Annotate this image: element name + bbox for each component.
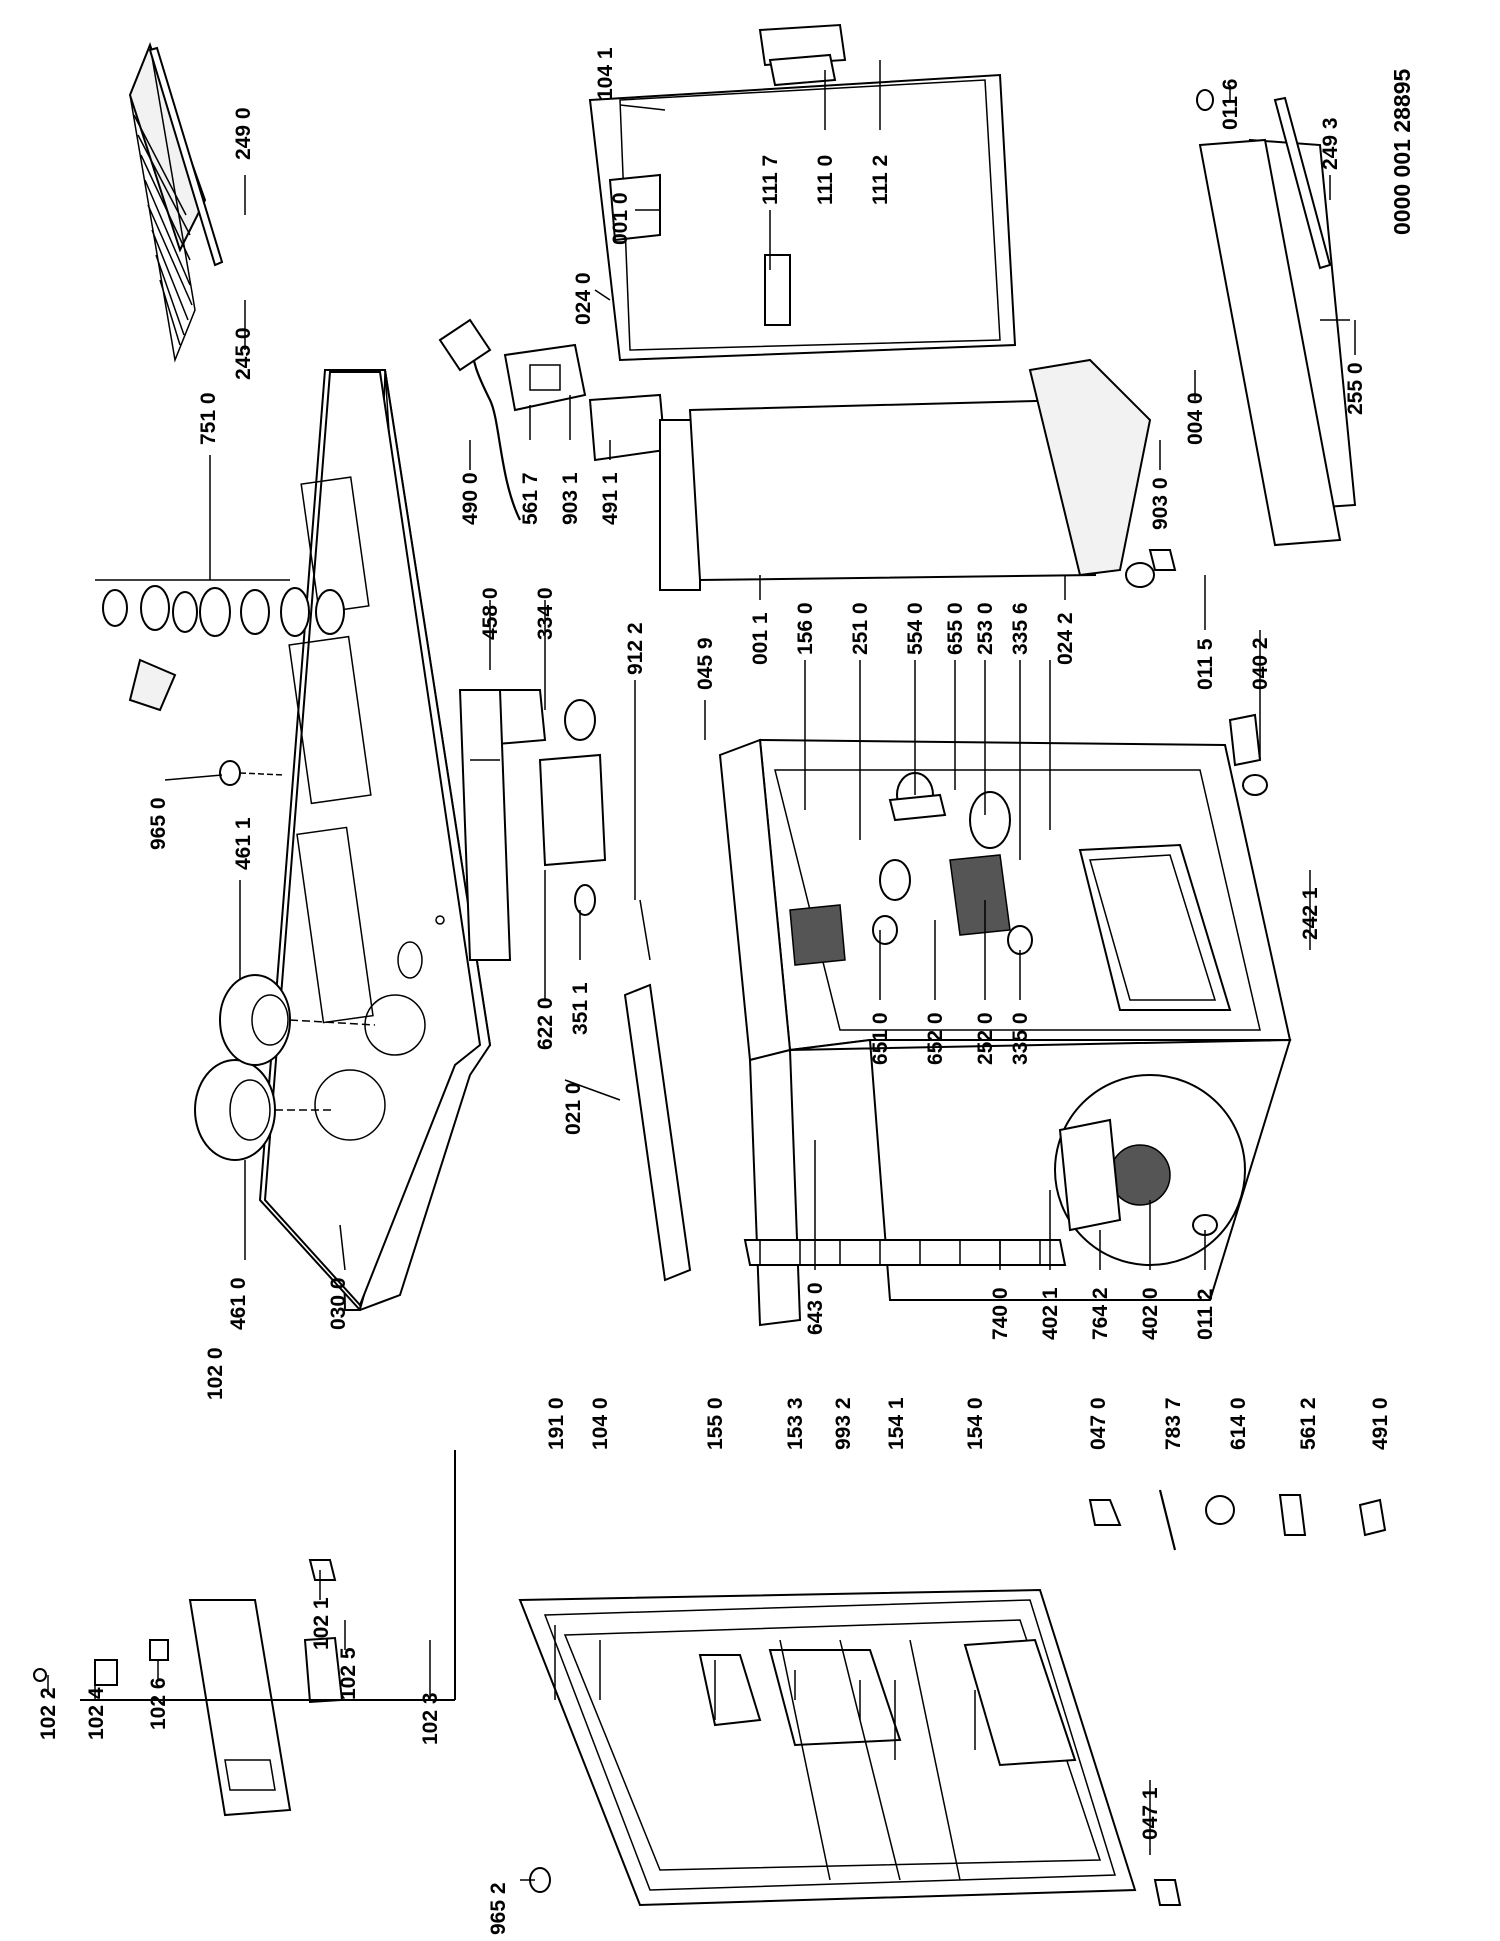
part-label: 993 2 <box>832 1397 855 1450</box>
part-label: 102 4 <box>85 1687 108 1740</box>
part-label: 255 0 <box>1344 362 1367 415</box>
part-label: 351 1 <box>569 982 592 1035</box>
part-label: 554 0 <box>904 602 927 655</box>
part-label: 249 3 <box>1319 117 1342 170</box>
part-label: 622 0 <box>534 997 557 1050</box>
part-label: 491 1 <box>599 472 622 525</box>
part-label: 191 0 <box>545 1397 568 1450</box>
part-label: 047 1 <box>1139 1787 1162 1840</box>
side-panel-back <box>588 23 1357 591</box>
part-label: 251 0 <box>849 602 872 655</box>
parts-drawings <box>33 23 1387 1907</box>
knobs <box>194 974 376 1161</box>
part-label: 335 0 <box>1009 1012 1032 1065</box>
part-label: 764 2 <box>1089 1287 1112 1340</box>
part-label: 652 0 <box>924 1012 947 1065</box>
part-label: 021 0 <box>562 1082 585 1135</box>
part-labels: 102 2 102 4 102 6 102 1 102 5 102 3 102 … <box>37 47 1415 1935</box>
part-label: 154 0 <box>964 1397 987 1450</box>
part-label: 011 5 <box>1194 638 1217 690</box>
top-cover <box>258 369 492 1312</box>
part-label: 045 9 <box>694 637 717 690</box>
part-label: 102 6 <box>147 1677 170 1730</box>
part-label: 965 0 <box>147 797 170 850</box>
part-label: 334 0 <box>534 587 557 640</box>
crisper-drawers <box>458 689 512 961</box>
part-label: 461 1 <box>232 817 255 870</box>
part-label: 903 1 <box>559 472 582 525</box>
part-label: 102 3 <box>419 1692 442 1745</box>
door <box>518 1588 1137 1907</box>
part-label: 643 0 <box>804 1282 827 1335</box>
part-label: 651 0 <box>869 1012 892 1065</box>
part-label: 004 0 <box>1184 392 1207 445</box>
part-label: 783 7 <box>1162 1397 1185 1450</box>
part-label: 912 2 <box>624 622 647 675</box>
part-label: 253 0 <box>974 602 997 655</box>
control-box <box>503 343 667 462</box>
part-label: 751 0 <box>197 392 220 445</box>
part-label: 111 0 <box>814 155 837 205</box>
part-label: 561 2 <box>1297 1397 1320 1450</box>
part-label: 252 0 <box>974 1012 997 1065</box>
part-label: 491 0 <box>1369 1397 1392 1450</box>
part-label: 011 6 <box>1219 79 1242 130</box>
part-label: 155 0 <box>704 1397 727 1450</box>
part-label: 561 7 <box>519 472 542 525</box>
part-label: 458 0 <box>479 587 502 640</box>
door-bar <box>623 983 692 1282</box>
part-label: 156 0 <box>794 602 817 655</box>
part-label: 030 0 <box>327 1277 350 1330</box>
part-label: 104 0 <box>589 1397 612 1450</box>
leader-lines <box>47 60 1356 1881</box>
part-label: 402 1 <box>1039 1287 1062 1340</box>
part-label: 104 1 <box>594 47 617 100</box>
part-label: 655 0 <box>944 602 967 655</box>
part-label: 102 1 <box>310 1597 333 1650</box>
power-cord <box>438 318 521 521</box>
part-label: 111 7 <box>759 155 782 205</box>
wire-shelf <box>128 42 224 363</box>
part-label: 965 2 <box>487 1882 510 1935</box>
part-label: 111 2 <box>869 155 892 205</box>
part-label: 335 6 <box>1009 602 1032 655</box>
part-label: 024 2 <box>1054 612 1077 665</box>
part-label: 154 1 <box>885 1397 908 1450</box>
right-items <box>1125 89 1342 1236</box>
part-label: 047 0 <box>1087 1397 1110 1450</box>
grommet <box>219 760 286 786</box>
part-label: 245 0 <box>232 327 255 380</box>
part-label: 040 2 <box>1249 637 1272 690</box>
part-label: 102 5 <box>337 1647 360 1700</box>
part-label: 242 1 <box>1299 887 1322 940</box>
part-label: 740 0 <box>989 1287 1012 1340</box>
part-label: 001 1 <box>749 612 772 665</box>
part-label: 153 3 <box>784 1397 807 1450</box>
part-label: 402 0 <box>1139 1287 1162 1340</box>
cabinet <box>718 738 1292 1327</box>
part-label: 024 0 <box>572 272 595 325</box>
part-label: 001 0 <box>609 192 632 245</box>
part-label: 102 2 <box>37 1687 60 1740</box>
part-label: 011 2 <box>1194 1289 1217 1340</box>
part-label: 102 0 <box>204 1347 227 1400</box>
fan-assembly <box>95 579 345 712</box>
part-label: 249 0 <box>232 107 255 160</box>
document-id: 0000 001 28895 <box>1389 69 1415 235</box>
part-label: 461 0 <box>227 1277 250 1330</box>
part-label: 490 0 <box>459 472 482 525</box>
small-parts <box>529 1489 1387 1906</box>
part-label: 903 0 <box>1149 477 1172 530</box>
door-accessories <box>33 1559 344 1817</box>
part-label: 614 0 <box>1227 1397 1250 1450</box>
